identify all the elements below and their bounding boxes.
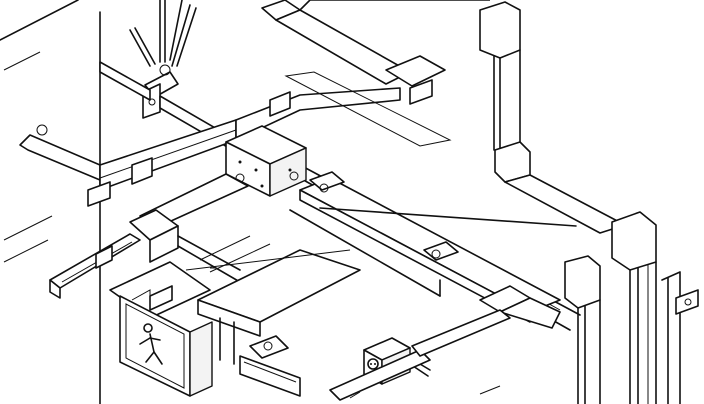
cable-trunking-lower-left [129,173,249,283]
cable-trunking-upper [261,0,521,151]
strut-channel [49,233,141,299]
strut-channel-lower [239,335,301,397]
cross-junction-box [225,125,307,197]
wall-bracket [661,271,699,404]
cable-trunking-cross [19,119,237,207]
cable-trunking-bottom [329,309,511,401]
cable-trunking-branch [235,87,401,141]
steel-beam [185,235,361,365]
ceiling-panel [284,71,577,297]
socket-icon [367,358,379,370]
cable-trunking-riser [564,255,601,404]
wall-panel [0,0,101,404]
running-man-icon [139,323,163,365]
emergency-exit-sign [109,261,213,397]
cable-trunking-vertical [494,141,657,404]
strut-channel-long [299,171,561,329]
threaded-rod-hangers [129,0,197,67]
